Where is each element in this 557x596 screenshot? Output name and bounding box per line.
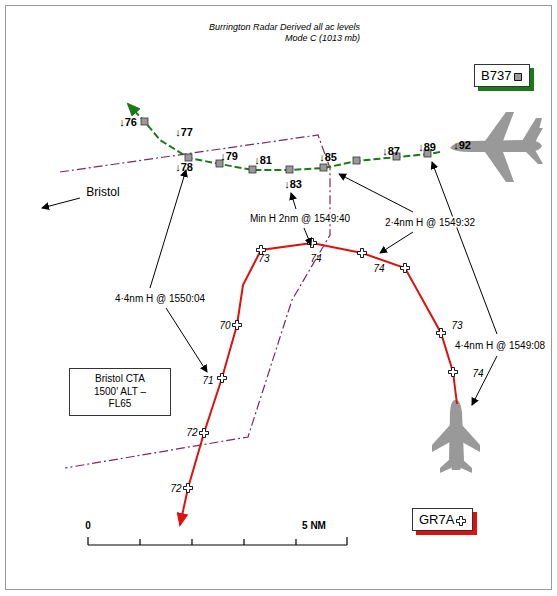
altitude-label: ↓89: [418, 141, 436, 153]
altitude-label: ↓92: [453, 139, 471, 151]
leader-line: [42, 198, 80, 208]
airspace-box: Bristol CTA 1500' ALT – FL65: [69, 368, 171, 416]
plot-cross: [437, 329, 446, 338]
box-text: B737: [481, 68, 511, 83]
altitude-label: 71: [202, 375, 213, 386]
gr7a-silhouette: [432, 400, 480, 473]
plot-cross: [401, 264, 410, 273]
altitude-label: ↓85: [319, 151, 337, 163]
gr7a-track: [180, 243, 457, 525]
b737-track: [128, 104, 440, 170]
plot-cross: [184, 484, 193, 493]
scale-label: 5 NM: [302, 520, 326, 531]
square-icon: [513, 72, 523, 82]
cta-boundary: [60, 135, 330, 468]
separation-note: 4·4nm H @ 1549:08: [454, 340, 546, 351]
plot-cross: [218, 374, 227, 383]
plot-cross: [358, 249, 367, 258]
altitude-label: 72: [170, 483, 181, 494]
altitude-label: 74: [472, 368, 483, 379]
altitude-label: 74: [310, 253, 321, 264]
altitude-label: 73: [258, 253, 269, 264]
altitude-label: ↓83: [284, 178, 302, 190]
separation-leaders: [150, 162, 497, 405]
altitude-label: 73: [451, 320, 462, 331]
gr7a-plots: [184, 239, 458, 493]
aircraft-key-box: GR7A: [412, 508, 473, 531]
altitude-label: 74: [373, 263, 384, 274]
diagram-title: Burrington Radar Derived all ac levels M…: [205, 22, 360, 44]
box-text: GR7A: [419, 512, 454, 527]
plot-cross: [449, 368, 458, 377]
place-name: Bristol: [86, 186, 119, 199]
altitude-label: ↓87: [382, 145, 400, 157]
separation-note: 4·4nm H @ 1550:04: [114, 293, 206, 304]
plot-cross: [233, 321, 242, 330]
altitude-label: ↓77: [175, 126, 193, 138]
b737-plots: [141, 118, 431, 173]
separation-note: Min H 2nm @ 1549:40: [249, 213, 351, 224]
scale-label: 0: [85, 520, 91, 531]
scale-bar: [88, 537, 347, 545]
separation-note: 2·4nm H @ 1549:32: [384, 217, 476, 228]
altitude-label: ↓78: [175, 161, 193, 173]
plot-cross: [200, 429, 209, 438]
aircraft-key-box: B737: [474, 64, 530, 87]
cross-icon: [456, 516, 466, 526]
altitude-label: 70: [219, 320, 230, 331]
altitude-label: ↓76: [119, 116, 137, 128]
box-text: Bristol CTA 1500' ALT – FL65: [84, 373, 156, 411]
frame: [6, 6, 552, 590]
altitude-label: ↓81: [254, 154, 272, 166]
b737-silhouette: [450, 112, 543, 182]
altitude-label: ↓79: [220, 150, 238, 162]
altitude-label: 72: [186, 427, 197, 438]
